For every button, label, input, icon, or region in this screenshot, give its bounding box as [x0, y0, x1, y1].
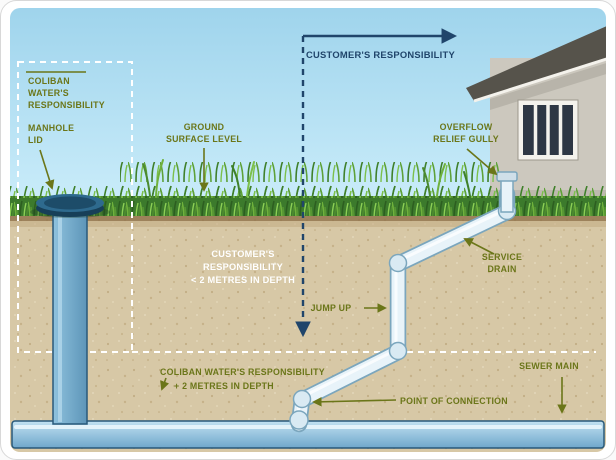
roof	[466, 22, 606, 101]
ground-surface-label-line2: SURFACE LEVEL	[166, 134, 242, 144]
eave-shadow	[490, 60, 606, 110]
customer-responsibility-top-label: CUSTOMER'S RESPONSIBILITY	[306, 49, 455, 60]
coliban-top-label-line1: COLIBAN	[28, 76, 70, 86]
service-drain-label-line1: SERVICE	[482, 252, 522, 262]
overflow-gully-label-line2: RELIEF GULLY	[433, 134, 499, 144]
overflow-gully-label-line1: OVERFLOW	[440, 122, 493, 132]
customer-mid-label-line2: RESPONSIBILITY	[203, 262, 283, 272]
sewer-main-pipe	[11, 420, 605, 449]
coliban-bottom-arrow	[160, 377, 170, 391]
grass-fringe	[10, 186, 606, 198]
service-drain-pipe	[289, 171, 518, 433]
leader-lines	[26, 71, 567, 414]
jump-up-label: JUMP UP	[311, 303, 352, 313]
coliban-boundary-dashed-box	[17, 61, 133, 353]
manhole-lid-label-line2: LID	[28, 135, 43, 145]
grass-tufts	[142, 159, 471, 197]
topsoil-fade	[10, 221, 606, 227]
point-of-connection-label: POINT OF CONNECTION	[400, 396, 508, 406]
customer-boundary	[295, 28, 458, 338]
coliban-bottom-label-line1: COLIBAN WATER'S RESPONSIBILITY	[160, 367, 325, 377]
manhole-lid-leader	[39, 149, 55, 190]
grass-band	[10, 196, 606, 216]
overflow-relief-gully-pipe	[496, 171, 518, 213]
ground-surface-label-line1: GROUND	[184, 122, 225, 132]
service-drain-label-line2: DRAIN	[487, 264, 516, 274]
customer-mid-label-line1: CUSTOMER'S	[211, 249, 274, 259]
coliban-top-label-line3: RESPONSIBILITY	[28, 100, 105, 110]
point-of-connection-leader	[312, 397, 397, 407]
topsoil-band	[10, 214, 606, 221]
coliban-top-label-line2: WATER'S	[28, 88, 69, 98]
customer-mid-label-line3: < 2 METRES IN DEPTH	[191, 275, 295, 285]
riser-highlight	[58, 216, 62, 422]
sewer-main-label: SEWER MAIN	[519, 361, 579, 371]
manhole-lid-label-line1: MANHOLE	[28, 123, 74, 133]
service-drain-leader	[463, 238, 495, 255]
fascia	[473, 54, 606, 103]
window	[517, 99, 579, 161]
coliban-bottom-label-line2: + 2 METRES IN DEPTH	[174, 381, 274, 391]
overflow-gully-leader	[466, 148, 498, 176]
manhole-lid	[36, 194, 104, 217]
manhole	[30, 194, 110, 425]
grass	[10, 159, 606, 216]
